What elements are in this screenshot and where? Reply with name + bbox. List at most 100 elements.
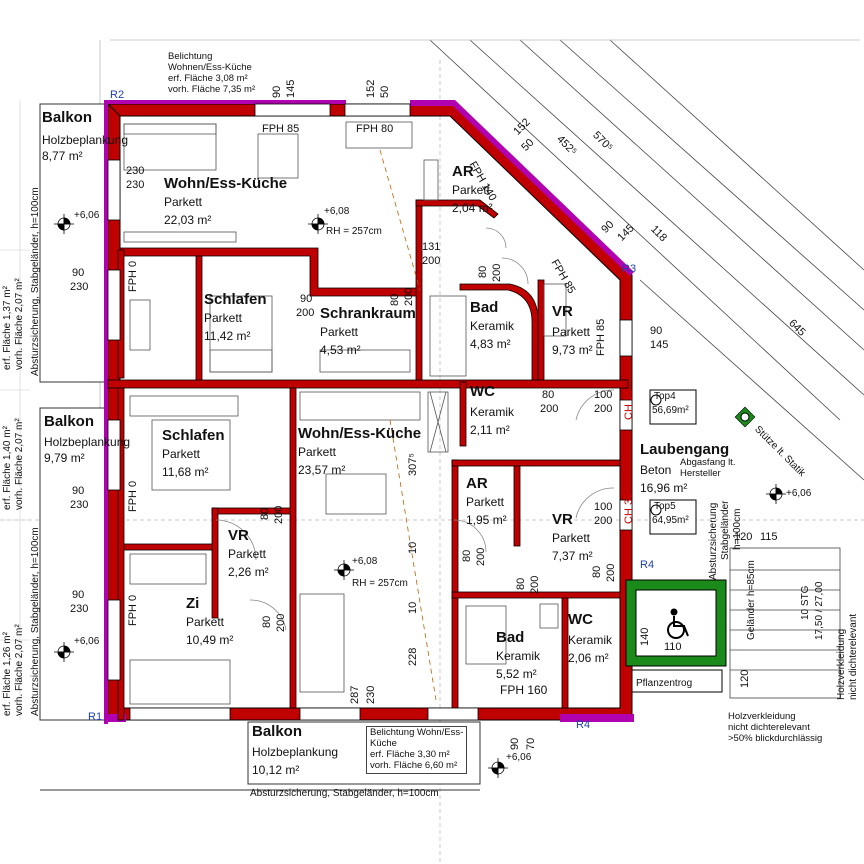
dimension: 200 — [403, 287, 415, 306]
fph-label: FPH 0 — [127, 260, 139, 292]
dimension: 200 — [491, 263, 503, 282]
room-floor: Holzbeplankung — [44, 435, 131, 449]
room-area: 2,04 m² — [452, 201, 493, 215]
room-floor: Parkett — [228, 547, 267, 561]
insulation — [104, 100, 634, 724]
elevation-markers — [54, 214, 786, 778]
dimension: 100 — [594, 501, 613, 513]
railing-note-vertical: Absturzsicherung, Stabgeländer, h=100cm — [30, 187, 41, 376]
dimension: 90 — [72, 267, 85, 279]
room-area: 2,11 m² — [470, 423, 510, 437]
room-area: 2,06 m² — [568, 651, 609, 665]
elevation-label: +6,06 — [506, 752, 532, 763]
stair-label: 10 STG — [800, 585, 811, 620]
dimension: 90 — [300, 293, 313, 305]
room-area: 2,26 m² — [228, 565, 269, 579]
room-name: Wohn/Ess-Küche — [298, 425, 422, 442]
room-floor: Parkett — [552, 531, 591, 545]
railing-note-vertical: Absturzsicherung — [708, 502, 719, 580]
wheelchair-icon — [667, 608, 689, 639]
dimension: 307⁵ — [407, 453, 419, 476]
room-name: Zi — [186, 595, 200, 612]
stair-ratio: 17,50 / 27,00 — [814, 581, 825, 640]
dimension: 230 — [365, 685, 377, 704]
dimension: 230 — [70, 499, 89, 511]
railing-label: Geländer h=85cm — [746, 560, 757, 640]
room-floor: Beton — [640, 463, 672, 477]
room-area: 9,73 m² — [552, 343, 593, 357]
room-area: 4,83 m² — [470, 337, 511, 351]
room-area: 1,95 m² — [466, 513, 507, 527]
room-floor: Parkett — [552, 325, 591, 339]
fph-label: FPH 85 — [595, 318, 607, 356]
dimension: 80 — [461, 549, 473, 562]
room-height: RH = 257cm — [326, 226, 382, 237]
railing-note: Absturzsicherung, Stabgeländer, h=100cm — [250, 788, 439, 799]
dimension: 200 — [594, 515, 613, 527]
dimension: 230 — [70, 281, 89, 293]
room-floor: Parkett — [452, 183, 491, 197]
dimension: 200 — [422, 255, 441, 267]
room-name: Schlafen — [162, 427, 225, 444]
room-name: Schlafen — [204, 291, 267, 308]
room-floor: Parkett — [298, 445, 337, 459]
door-swings — [215, 227, 615, 631]
railing-note-vertical: Stabgeländer — [720, 500, 731, 561]
room-area: 11,42 m² — [204, 329, 251, 343]
dimension: 80 — [515, 577, 527, 590]
cladding-note: Holzverkleidung nicht dichterelevant >50… — [728, 711, 823, 744]
room-name: Laubengang — [640, 441, 730, 458]
dimension: 200 — [475, 547, 487, 566]
dimension: 80 — [477, 265, 489, 278]
stair — [729, 547, 841, 699]
dimension: 80 — [261, 615, 273, 628]
dimension: 200 — [529, 575, 541, 594]
dimension: 200 — [594, 403, 613, 415]
windows — [107, 103, 633, 721]
room-name: Bad — [496, 629, 525, 646]
dimension: 145 — [650, 339, 669, 351]
dimension: 100 — [594, 389, 613, 401]
room-area: 11,68 m² — [162, 465, 209, 479]
dimension: 115 — [760, 531, 778, 543]
axis-label: R2 — [110, 89, 125, 101]
area-note-vertical: erf. Fläche 1,26 m² — [2, 632, 13, 716]
top-area: 56,69m² — [652, 405, 689, 416]
axis-label: R4 — [576, 719, 591, 731]
elevation-label: +6,06 — [74, 636, 100, 647]
axis-label: R1 — [88, 711, 103, 723]
dimension: 90 — [650, 325, 663, 337]
room-name: WC — [470, 383, 495, 400]
dimension: 200 — [273, 505, 285, 524]
dimension: 90 — [72, 485, 85, 497]
fph-label: FPH 80 — [356, 123, 394, 135]
room-name: Bad — [470, 299, 499, 316]
area-note-vertical: erf. Fläche 1,40 m² — [2, 426, 13, 510]
room-name: VR — [552, 303, 573, 320]
dimension: 228 — [407, 647, 419, 666]
room-area: 7,37 m² — [552, 549, 593, 563]
fph-label: FPH 85 — [262, 123, 300, 135]
room-floor: Parkett — [162, 447, 201, 461]
flue-note: Abgasfang lt. Hersteller — [680, 457, 736, 479]
dimension: 287 — [349, 685, 361, 704]
dimension: 80 — [542, 389, 555, 401]
area-note-vertical: erf. Fläche 1,37 m² — [2, 286, 13, 370]
room-area: 22,03 m² — [164, 213, 212, 227]
room-name: Schrankraum — [320, 305, 416, 322]
dimension: 80 — [389, 293, 401, 306]
top-label: Top5 — [654, 501, 676, 512]
room-floor: Parkett — [466, 495, 505, 509]
room-floor: Parkett — [186, 615, 225, 629]
room-name: WC — [568, 611, 593, 628]
dimension: 10 — [407, 601, 419, 614]
area-note-vertical: vorh. Fläche 2,07 m² — [14, 278, 25, 370]
outer-walls — [106, 102, 633, 721]
room-floor: Parkett — [320, 325, 359, 339]
room-area: 9,79 m² — [44, 451, 85, 465]
dimension: 120 — [739, 669, 751, 688]
room-floor: Parkett — [164, 195, 203, 209]
axis-label: R4 — [640, 559, 655, 571]
